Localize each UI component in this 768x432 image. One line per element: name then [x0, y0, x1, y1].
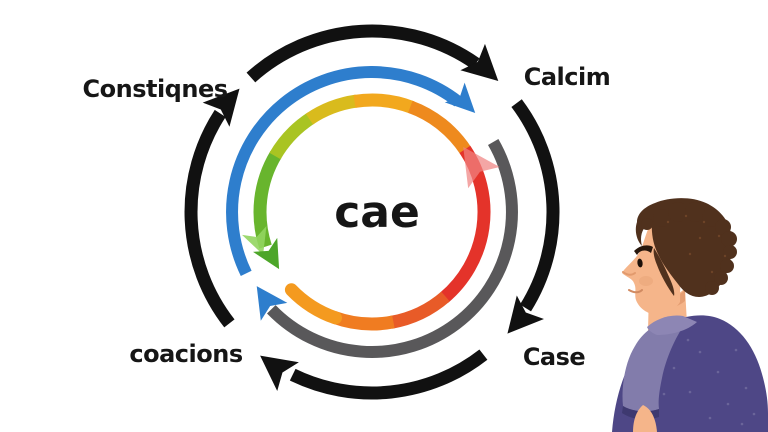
green-ghost-arrowhead — [242, 225, 267, 255]
person-eyebrow — [634, 245, 653, 255]
blue-arrowhead-bottom — [256, 286, 288, 321]
person-shirt-speckles — [662, 338, 756, 426]
person-mouth — [628, 289, 643, 294]
person-cheek-shade — [639, 276, 653, 286]
person-nose-line — [622, 271, 636, 276]
inner-ring-orange-deep — [407, 100, 472, 155]
person-sleeve — [622, 319, 686, 412]
person-hair-speckles — [666, 214, 727, 274]
cycle-arrow-rings — [184, 24, 560, 400]
outer-ring-bottom — [289, 349, 488, 400]
blue-ring — [226, 66, 462, 277]
gray-ring — [266, 139, 518, 358]
inner-ring-yellow — [305, 94, 358, 125]
label-top-left: Constiqnes — [83, 75, 228, 103]
label-center: cae — [334, 187, 420, 238]
green-arrowhead — [252, 237, 280, 270]
outer-ring-right — [511, 99, 560, 312]
pink-arrowhead — [463, 146, 500, 189]
person-arm — [633, 405, 657, 432]
outer-ring-top — [246, 24, 480, 83]
outer-ring-left — [184, 109, 235, 328]
person-hair-curls — [641, 202, 737, 295]
black-arrowhead-to-calcim — [460, 43, 499, 81]
inner-ring-red-orange — [390, 291, 450, 329]
label-bottom-right: Case — [523, 343, 586, 371]
inner-ring-amber — [353, 93, 415, 114]
inner-ring-orange-mid — [331, 311, 395, 331]
person-collar — [647, 315, 697, 335]
person-illustration — [612, 198, 768, 432]
black-arrowhead-to-coacions — [260, 355, 299, 392]
black-arrowhead-to-constiqnes — [202, 88, 240, 127]
inner-ring-orange — [284, 283, 342, 325]
person-sideburn — [653, 248, 675, 296]
label-bottom-left: coacions — [129, 340, 242, 368]
blue-arrowhead-top — [444, 82, 476, 114]
label-top-right: Calcim — [524, 63, 611, 91]
person-eye — [637, 258, 643, 268]
inner-ring-yellow-green — [269, 112, 315, 160]
black-arrowhead-to-case — [507, 295, 544, 334]
